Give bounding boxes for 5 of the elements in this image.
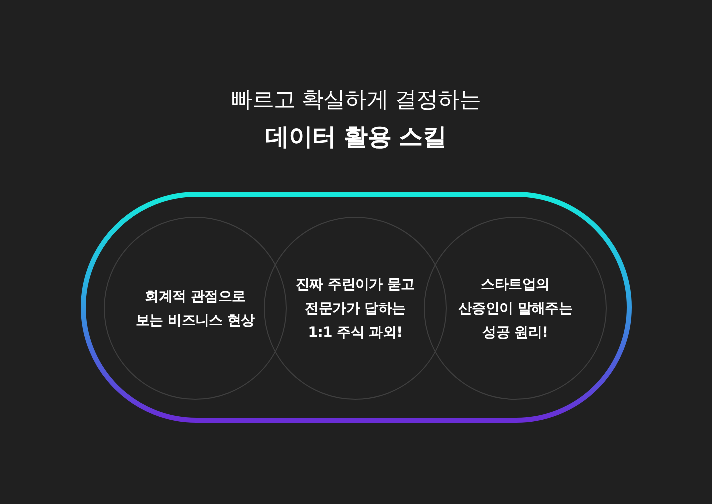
topic-text: 스타트업의 산증인이 말해주는 성공 원리! bbox=[457, 276, 574, 342]
topic-text: 진짜 주린이가 묻고 전문가가 답하는 1:1 주식 과외! bbox=[295, 276, 416, 342]
title: 빠르고 확실하게 결정하는 데이터 활용 스킬 bbox=[230, 87, 482, 153]
topic-text: 회계적 관점으로 보는 비즈니스 현상 bbox=[135, 288, 256, 330]
pill-frame bbox=[81, 192, 632, 423]
